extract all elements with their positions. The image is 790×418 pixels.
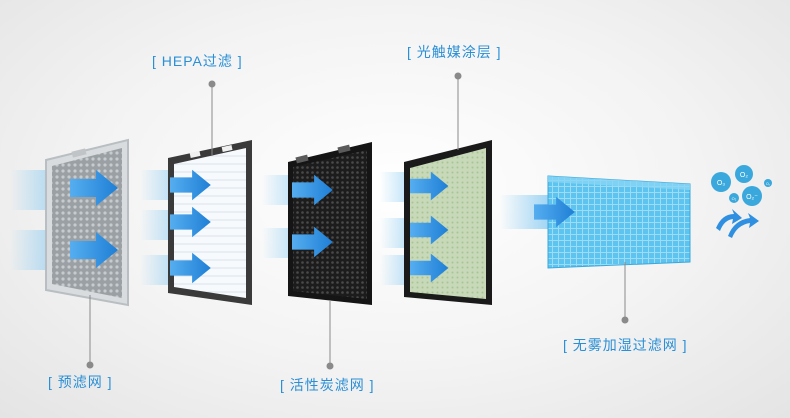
pointer-dot (208, 80, 216, 88)
pointer-dots (86, 72, 629, 370)
molecule-icon (735, 165, 753, 183)
molecule-icon (764, 179, 772, 187)
carbon-panel (288, 142, 372, 305)
prefilter-label: [ 预滤网 ] (48, 374, 113, 390)
pointer-dot (621, 316, 629, 324)
molecule-label: O₂ (732, 196, 737, 201)
molecule-label: O₂ (740, 172, 748, 179)
carbon-label: [ 活性炭滤网 ] (280, 377, 375, 393)
photocatalyst-label: [ 光触媒涂层 ] (407, 44, 502, 60)
photocatalyst-panel (404, 140, 492, 305)
fresh-air-swirl-icon (728, 213, 759, 238)
molecule-icon (729, 193, 739, 203)
pointer-dot (454, 72, 462, 80)
molecule-icon (742, 186, 762, 206)
prefilter-panel (45, 138, 129, 307)
molecule-label: O₃ (717, 180, 725, 187)
humidifier-label: [ 无雾加湿过滤网 ] (563, 337, 688, 353)
fresh-air-swirl-icon (716, 209, 742, 231)
humidifier-panel (547, 175, 691, 269)
pointer-dot (86, 361, 94, 369)
molecule-label: O₂⁻ (746, 194, 758, 201)
pointer-lines (89, 76, 626, 366)
molecule-icon (711, 172, 731, 192)
molecule-label: O₂ (766, 182, 771, 186)
hepa-label: [ HEPA过滤 ] (152, 53, 243, 69)
molecules: O₃ O₂ O₂⁻ O₂ O₂ (711, 165, 772, 238)
pointer-dot (326, 362, 334, 370)
